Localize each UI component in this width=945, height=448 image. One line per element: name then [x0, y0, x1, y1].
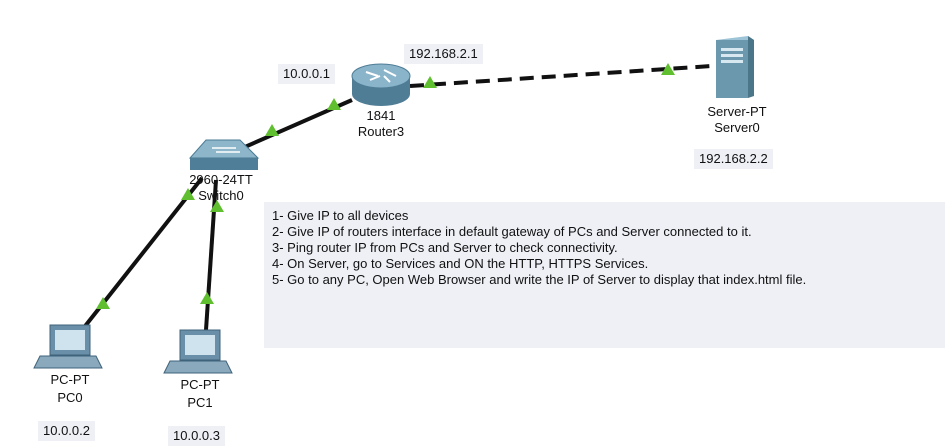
instruction-line: 5- Go to any PC, Open Web Browser and wr…	[272, 272, 807, 287]
switch-icon[interactable]	[188, 139, 260, 170]
instruction-line: 1- Give IP to all devices	[272, 208, 409, 223]
pc0-name: PC0	[57, 390, 83, 405]
status-triangle	[210, 200, 224, 212]
server-ip: 192.168.2.2	[694, 149, 773, 169]
router-model: 1841	[366, 108, 396, 123]
pc1-ip: 10.0.0.3	[168, 426, 225, 446]
status-triangle	[423, 76, 437, 88]
pc1-model: PC-PT	[180, 377, 220, 392]
router-ip-right: 192.168.2.1	[404, 44, 483, 64]
status-triangle	[327, 98, 341, 110]
pc1-name: PC1	[187, 395, 213, 410]
link-router-server[interactable]	[409, 64, 713, 88]
switch-model: 2960-24TT	[189, 172, 253, 187]
instruction-line: 2- Give IP of routers interface in defau…	[272, 224, 752, 239]
status-triangle	[200, 292, 214, 304]
router-ip-left: 10.0.0.1	[278, 64, 335, 84]
status-triangle	[181, 188, 195, 200]
server-icon[interactable]	[716, 36, 754, 98]
status-triangle	[96, 297, 110, 309]
server-name: Server0	[714, 120, 760, 135]
pc-icon[interactable]	[33, 324, 103, 369]
pc0-ip: 10.0.0.2	[38, 421, 95, 441]
server-model: Server-PT	[707, 104, 767, 119]
status-triangle	[661, 63, 675, 75]
instructions-note[interactable]: 1- Give IP to all devices 2- Give IP of …	[264, 202, 945, 348]
pc0-model: PC-PT	[50, 372, 90, 387]
instruction-line: 4- On Server, go to Services and ON the …	[272, 256, 649, 271]
instruction-line: 3- Ping router IP from PCs and Server to…	[272, 240, 618, 255]
switch-name: Switch0	[198, 188, 244, 203]
status-triangle	[265, 124, 279, 136]
router-name: Router3	[357, 124, 405, 139]
pc-icon[interactable]	[163, 329, 233, 374]
router-icon[interactable]	[351, 63, 411, 106]
link-status-indicators	[96, 63, 675, 309]
